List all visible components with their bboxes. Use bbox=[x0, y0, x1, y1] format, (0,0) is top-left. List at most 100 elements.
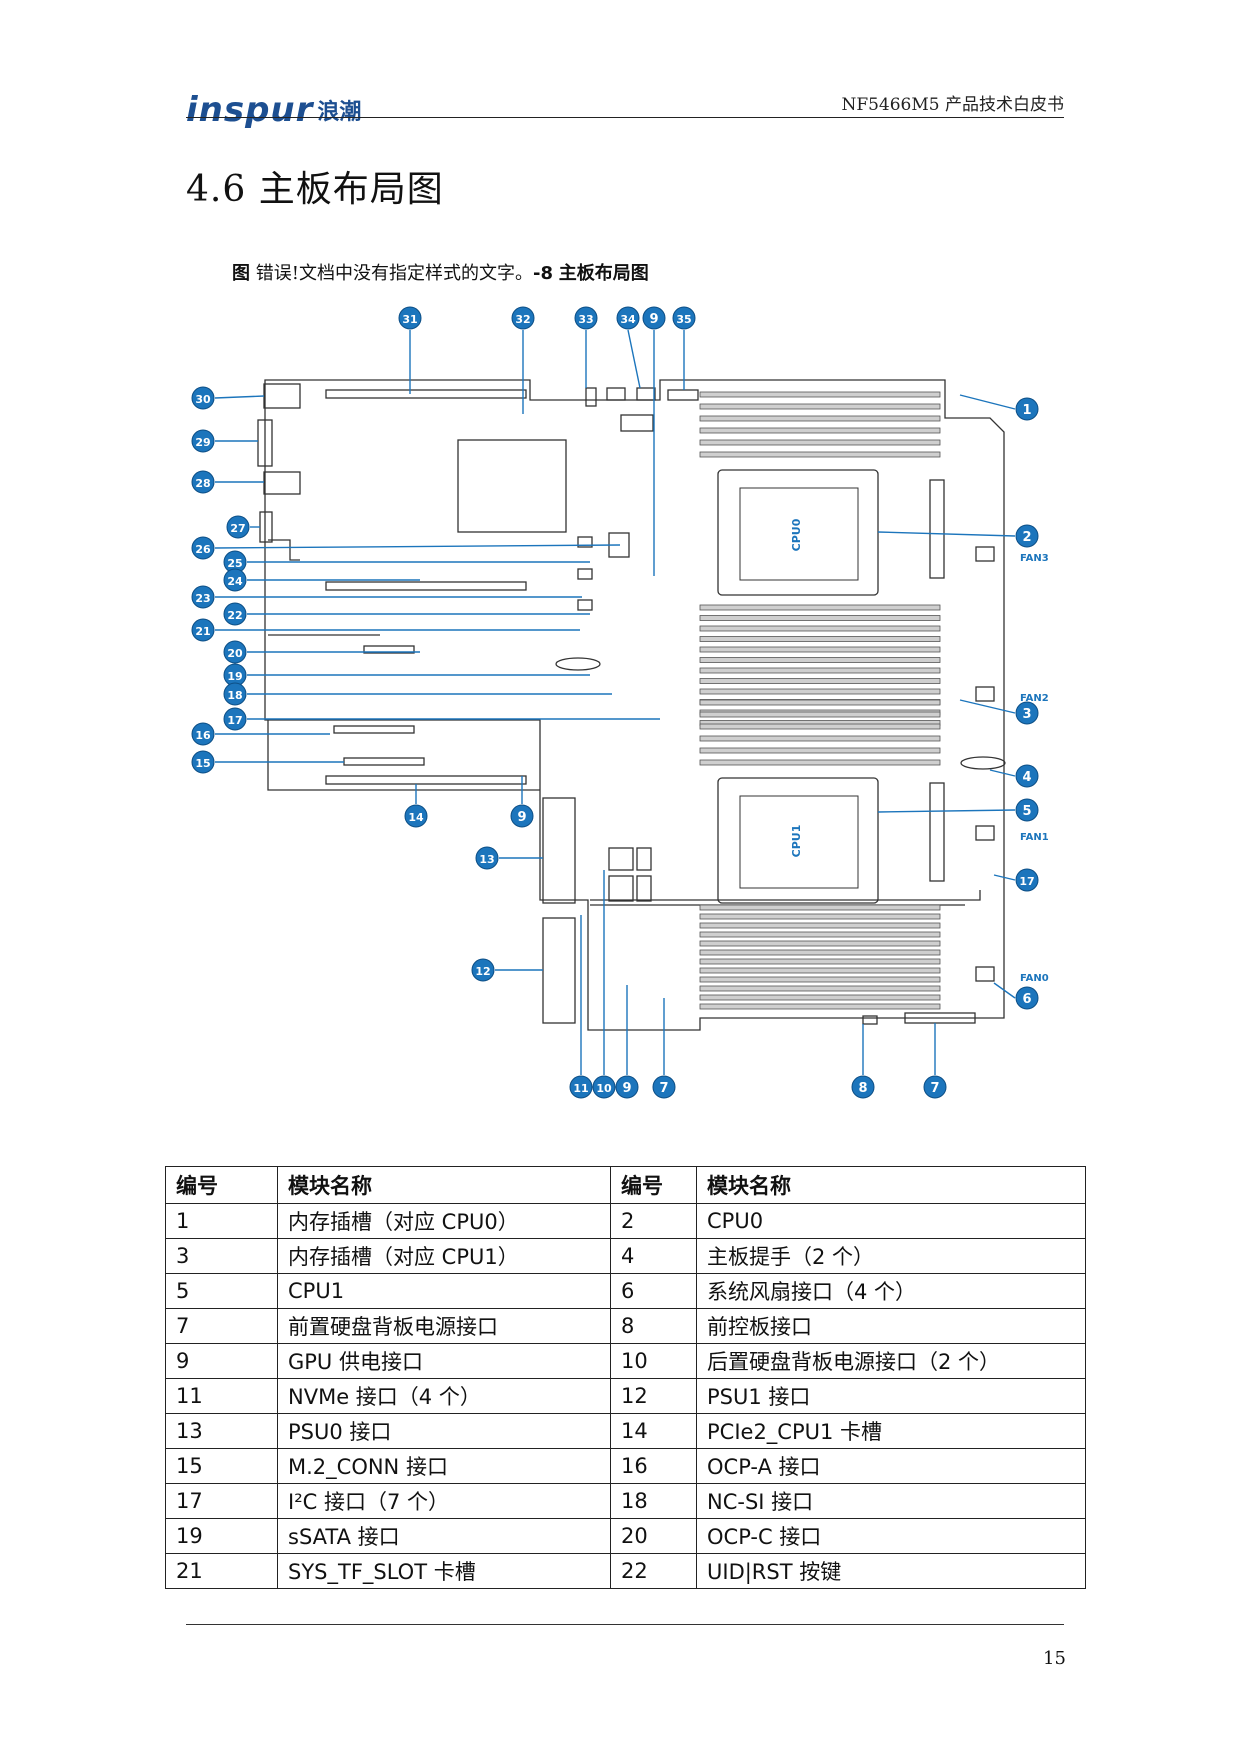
dimm-slot bbox=[699, 904, 941, 911]
callout-number: 18 bbox=[227, 689, 242, 702]
dimm-slot bbox=[699, 625, 941, 632]
pcie-slot-m2 bbox=[343, 757, 425, 766]
module-name-cell: 内存插槽（对应 CPU0） bbox=[277, 1203, 611, 1239]
callout-leader-line bbox=[877, 531, 1016, 537]
dimm-slot bbox=[699, 985, 941, 992]
callout-number: 23 bbox=[195, 592, 210, 605]
caption-title: 主板布局图 bbox=[558, 263, 649, 284]
dimm-slot bbox=[699, 646, 941, 653]
dimm-slot bbox=[699, 604, 941, 611]
callout-marker: 21 bbox=[191, 618, 215, 642]
callout-number: 32 bbox=[515, 313, 530, 326]
footer-rule bbox=[186, 1624, 1064, 1625]
callout-number: 13 bbox=[479, 853, 494, 866]
dimm-slot bbox=[699, 678, 941, 684]
callout-number: 6 bbox=[1022, 992, 1031, 1007]
callout-marker: 13 bbox=[475, 846, 499, 870]
dimm-slot bbox=[699, 976, 941, 983]
logo-wordmark: inspur bbox=[186, 90, 314, 130]
section-title: 4.6 主板布局图 bbox=[186, 169, 444, 210]
dimm-slot bbox=[699, 667, 941, 674]
dimm-slot bbox=[699, 439, 941, 446]
callout-marker: 25 bbox=[223, 550, 247, 574]
module-number-cell: 13 bbox=[165, 1413, 278, 1449]
header-rule bbox=[186, 117, 1064, 118]
pcie-slot-ocp-a bbox=[333, 725, 415, 734]
callout-marker: 7 bbox=[652, 1075, 676, 1099]
dimm-slot bbox=[699, 994, 941, 1001]
module-number-cell: 18 bbox=[610, 1483, 697, 1519]
callout-number: 3 bbox=[1022, 707, 1031, 722]
module-number-cell: 5 bbox=[165, 1273, 278, 1309]
callout-leader-line bbox=[993, 982, 1016, 999]
dimm-slot bbox=[699, 403, 941, 410]
callout-marker: 9 bbox=[642, 306, 666, 330]
module-name-cell: CPU0 bbox=[696, 1203, 1086, 1239]
callout-marker: 30 bbox=[191, 386, 215, 410]
callout-number: 1 bbox=[1022, 403, 1031, 418]
callout-marker: 28 bbox=[191, 470, 215, 494]
header-cell: 模块名称 bbox=[696, 1166, 1086, 1204]
dimm-slot bbox=[699, 636, 941, 642]
cpu0-label: CPU0 bbox=[790, 518, 803, 551]
table-header-row: 编号 模块名称 编号 模块名称 bbox=[165, 1166, 1086, 1204]
callout-number: 5 bbox=[1022, 804, 1031, 819]
module-name-cell: 前控板接口 bbox=[696, 1308, 1086, 1344]
psu1-connector bbox=[542, 917, 576, 1024]
dimm-slot bbox=[699, 940, 941, 947]
dimm-slot bbox=[699, 688, 941, 695]
module-name-cell: sSATA 接口 bbox=[277, 1518, 611, 1554]
callout-marker: 18 bbox=[223, 682, 247, 706]
callout-number: 9 bbox=[517, 810, 526, 825]
callout-marker: 6 bbox=[1015, 986, 1039, 1010]
callout-marker: 12 bbox=[471, 958, 495, 982]
callout-marker: 4 bbox=[1015, 764, 1039, 788]
module-name-cell: NVMe 接口（4 个） bbox=[277, 1378, 611, 1414]
dimm-slot bbox=[699, 1003, 941, 1010]
callout-number: 22 bbox=[227, 609, 242, 622]
callout-marker: 3 bbox=[1015, 701, 1039, 725]
module-number-cell: 1 bbox=[165, 1203, 278, 1239]
callout-marker: 5 bbox=[1015, 798, 1039, 822]
page-number: 15 bbox=[1043, 1648, 1066, 1669]
callout-number: 26 bbox=[195, 543, 211, 556]
callout-marker: 15 bbox=[191, 750, 215, 774]
callout-number: 31 bbox=[402, 313, 417, 326]
callout-number: 11 bbox=[573, 1082, 588, 1095]
callout-number: 12 bbox=[475, 965, 490, 978]
dimm-slot bbox=[699, 711, 941, 718]
callout-marker: 29 bbox=[191, 429, 215, 453]
callout-marker: 27 bbox=[226, 515, 250, 539]
module-number-cell: 20 bbox=[610, 1518, 697, 1554]
callout-marker: 1 bbox=[1015, 397, 1039, 421]
figure-caption: 图 错误!文档中没有指定样式的文字。-8 主板布局图 bbox=[232, 259, 649, 285]
callout-number: 33 bbox=[578, 313, 593, 326]
module-number-cell: 19 bbox=[165, 1518, 278, 1554]
module-number-cell: 12 bbox=[610, 1378, 697, 1414]
caption-prefix: 图 bbox=[232, 263, 250, 284]
callout-marker: 35 bbox=[672, 306, 696, 330]
module-number-cell: 22 bbox=[610, 1553, 697, 1589]
module-number-cell: 14 bbox=[610, 1413, 697, 1449]
dimm-slot bbox=[699, 391, 941, 398]
callout-number: 15 bbox=[195, 757, 210, 770]
header-cell: 编号 bbox=[610, 1166, 697, 1204]
callout-number: 4 bbox=[1022, 770, 1031, 785]
fan0-label: FAN0 bbox=[1020, 973, 1049, 984]
heatsink bbox=[457, 439, 567, 533]
dimm-slot bbox=[699, 415, 941, 422]
callout-number: 8 bbox=[858, 1081, 867, 1096]
callout-number: 29 bbox=[195, 436, 210, 449]
callout-marker: 17 bbox=[1015, 868, 1039, 892]
callout-marker: 10 bbox=[592, 1075, 616, 1099]
module-number-cell: 9 bbox=[165, 1343, 278, 1379]
fan3-header bbox=[975, 546, 995, 562]
module-number-cell: 21 bbox=[165, 1553, 278, 1589]
module-number-cell: 16 bbox=[610, 1448, 697, 1484]
